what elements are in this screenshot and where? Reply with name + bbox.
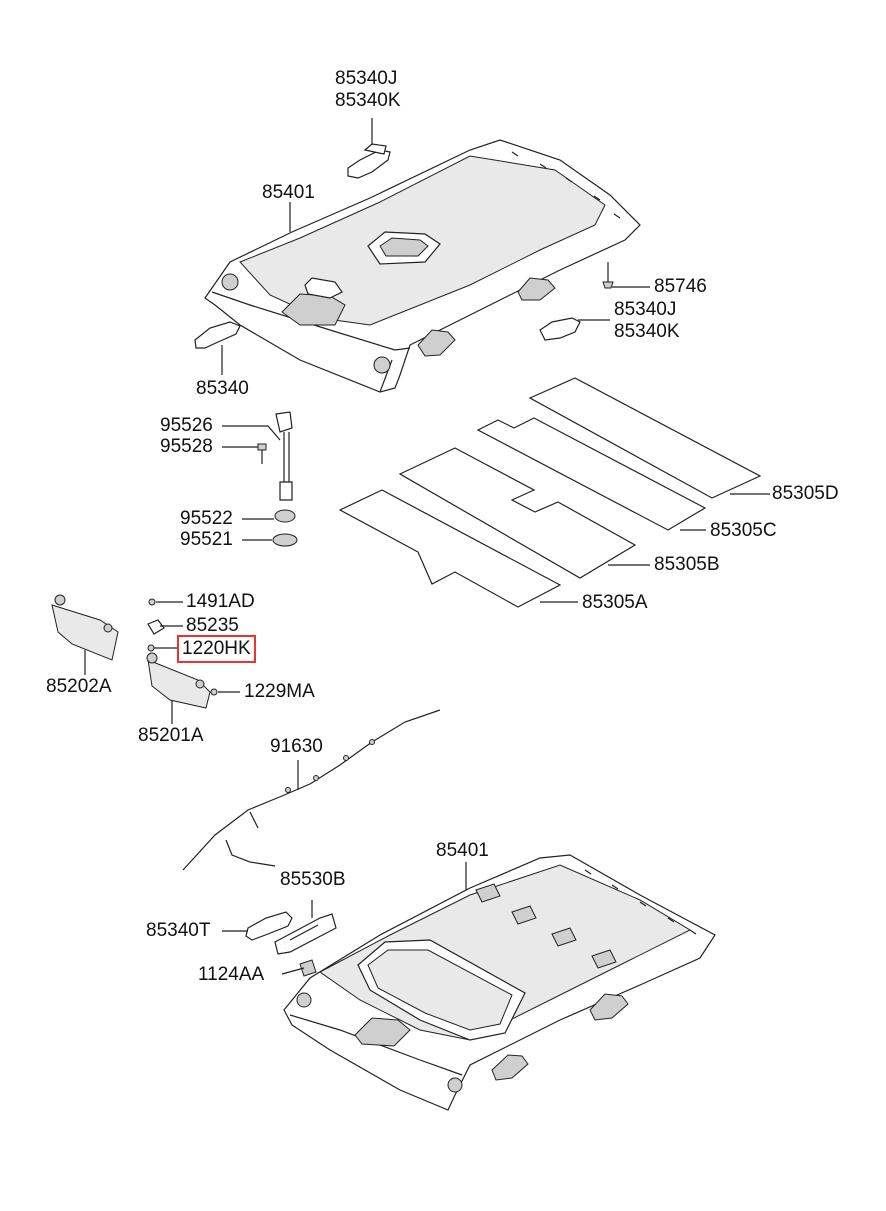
label-95526: 95526 <box>160 415 213 436</box>
label-85530B: 85530B <box>280 869 346 890</box>
pad-85305D <box>528 377 762 499</box>
label-85305D: 85305D <box>772 483 839 504</box>
label-1124AA: 1124AA <box>198 964 265 985</box>
grab-handle-right <box>539 317 581 341</box>
grab-handle-left <box>194 321 241 349</box>
label-95521: 95521 <box>180 529 233 550</box>
label-85305B: 85305B <box>654 554 720 575</box>
label-85746: 85746 <box>654 276 707 297</box>
antenna-cable <box>257 411 298 547</box>
label-1229MA: 1229MA <box>244 681 315 702</box>
visor-hardware <box>147 598 218 696</box>
screw-85746 <box>602 262 614 289</box>
headliner-bottom <box>283 854 716 1111</box>
label-85401-bottom: 85401 <box>436 840 489 861</box>
label-85340K-top: 85340K <box>335 90 401 111</box>
pad-85305B <box>398 447 637 579</box>
label-85340: 85340 <box>196 378 249 399</box>
label-85305A: 85305A <box>582 592 648 613</box>
label-1220HK-highlighted[interactable]: 1220HK <box>177 635 256 663</box>
label-95522: 95522 <box>180 508 233 529</box>
label-85235: 85235 <box>186 615 239 636</box>
label-85340T: 85340T <box>146 920 211 941</box>
bolt-1124AA <box>281 959 317 977</box>
label-85201A: 85201A <box>138 725 204 746</box>
handle-85340T <box>245 911 293 941</box>
label-85340K-right: 85340K <box>614 321 680 342</box>
headliner-top <box>204 139 641 393</box>
pad-85305C <box>476 417 707 531</box>
label-85305C: 85305C <box>710 520 777 541</box>
wiring-91630 <box>182 709 441 871</box>
sunvisor-85201A <box>146 652 211 709</box>
label-91630: 91630 <box>270 736 323 757</box>
grab-handle-top <box>347 143 391 179</box>
label-85340J-right: 85340J <box>614 299 677 320</box>
sunvisor-85202A <box>51 594 119 661</box>
label-85202A: 85202A <box>46 676 112 697</box>
pad-85305A <box>338 489 562 608</box>
bracket-85530B <box>274 913 337 955</box>
label-95528: 95528 <box>160 436 213 457</box>
label-85340J-top: 85340J <box>335 68 398 89</box>
label-1491AD: 1491AD <box>186 591 255 612</box>
label-85401-top: 85401 <box>262 182 315 203</box>
